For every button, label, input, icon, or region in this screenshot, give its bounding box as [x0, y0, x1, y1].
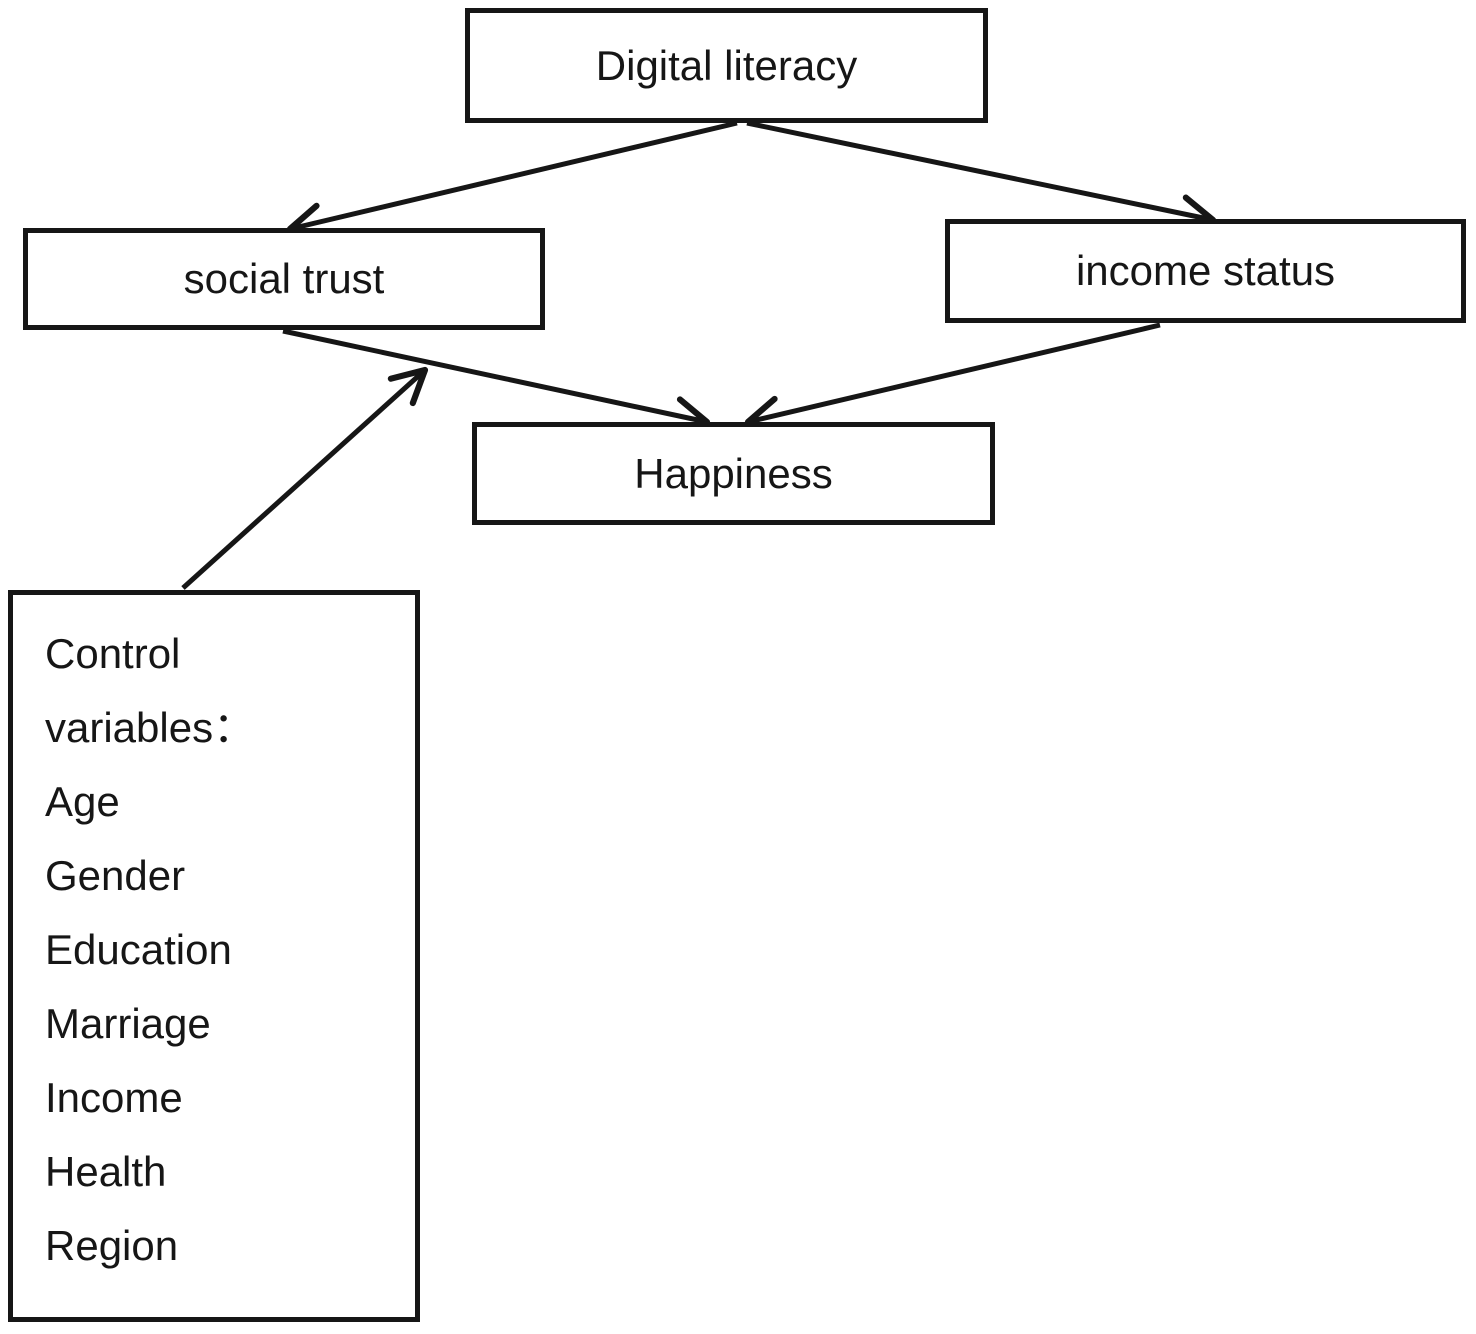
arrow-social-trust-to-happiness	[282, 328, 711, 435]
node-income-status-label: income status	[1075, 247, 1336, 294]
control-variable-item-gender: Gender	[45, 852, 186, 899]
arrow-digital-literacy-to-social-trust	[286, 120, 738, 241]
node-social-trust-label: social trust	[183, 255, 385, 302]
arrow-income-status-to-happiness	[744, 322, 1161, 434]
control-variable-item-income: Income	[45, 1074, 183, 1121]
control-variable-item-education: Education	[45, 926, 232, 973]
node-digital-literacy-label: Digital literacy	[595, 41, 858, 89]
node-control-variables: Control variables： Age Gender Education …	[8, 590, 420, 1322]
control-variable-item-marriage: Marriage	[45, 1000, 211, 1047]
node-income-status: income status	[945, 219, 1466, 323]
control-variables-heading-line2: variables：	[45, 704, 256, 751]
node-social-trust: social trust	[23, 228, 545, 330]
node-happiness-label: Happiness	[634, 449, 833, 497]
control-variable-item-health: Health	[45, 1148, 167, 1195]
node-digital-literacy: Digital literacy	[465, 8, 988, 123]
control-variable-item-age: Age	[45, 778, 120, 825]
control-variable-item-region: Region	[45, 1222, 179, 1269]
arrow-control-variables-to-social-trust	[181, 366, 429, 590]
control-variables-heading-line1: Control	[45, 630, 181, 677]
node-happiness: Happiness	[472, 422, 995, 525]
arrow-digital-literacy-to-income-status	[746, 120, 1217, 233]
